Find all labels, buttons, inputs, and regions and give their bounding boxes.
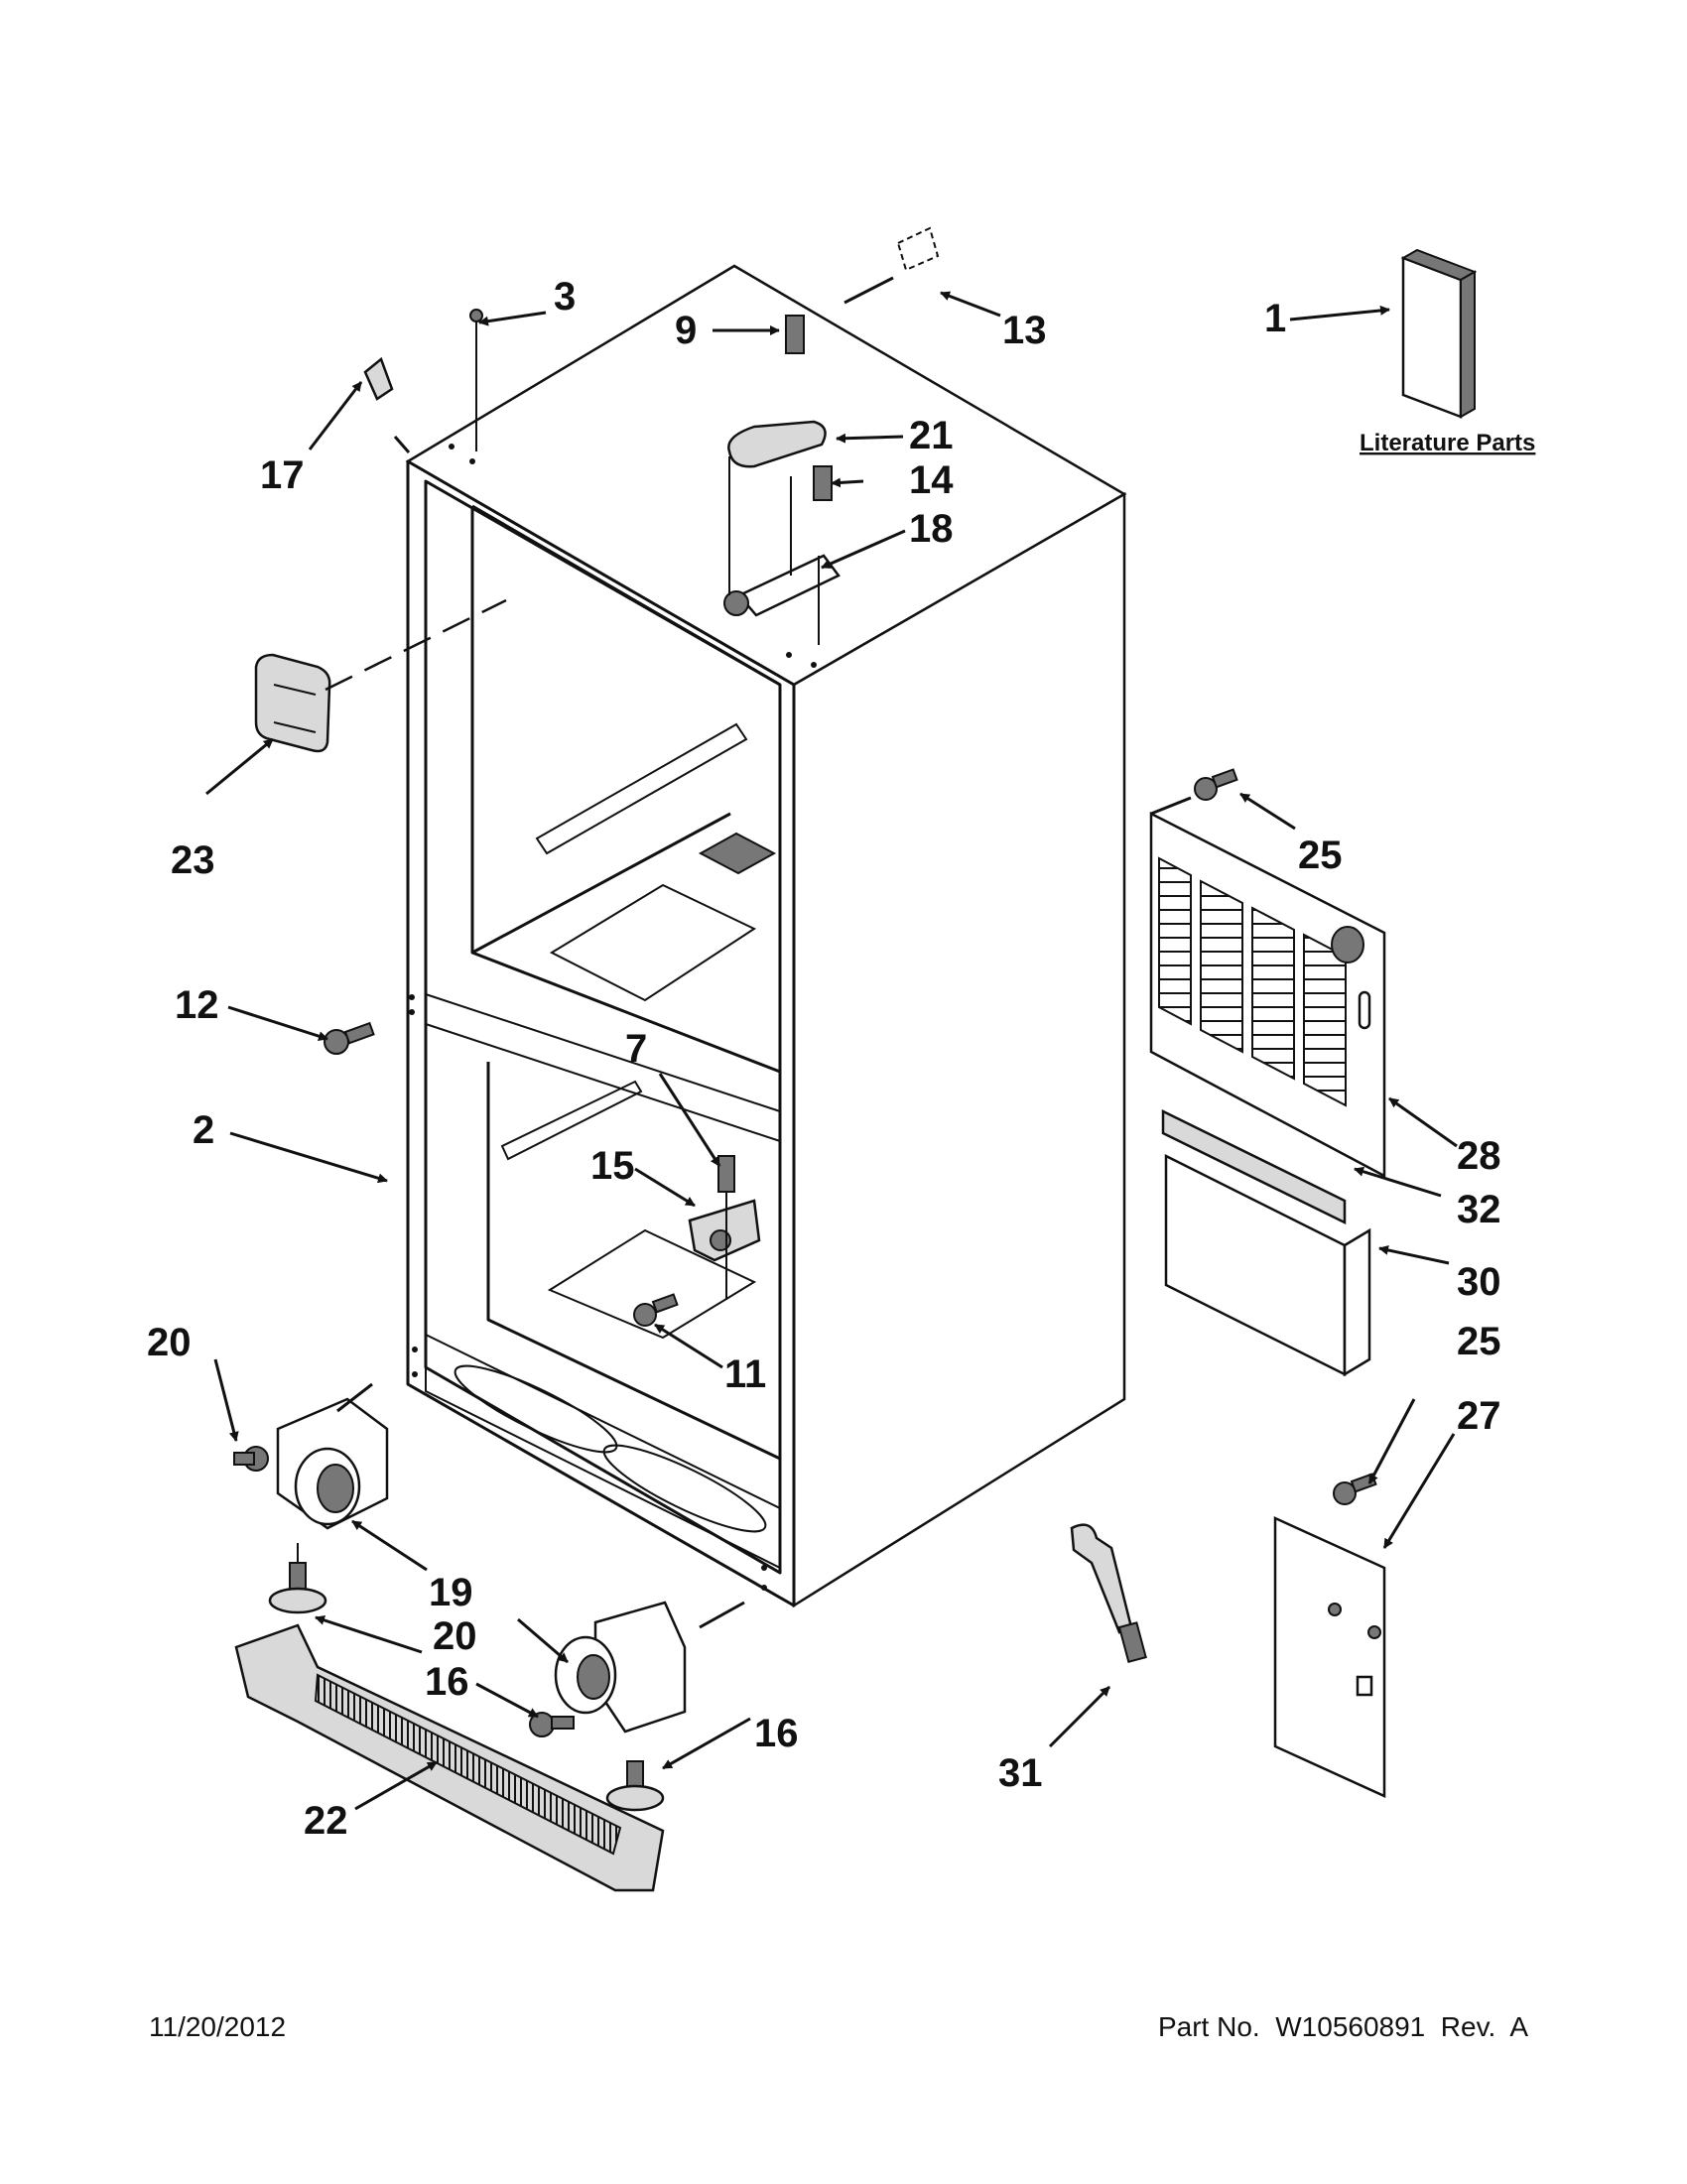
- refrigerator-cabinet: [405, 264, 1127, 1608]
- callout-32: 32: [1457, 1188, 1501, 1231]
- cabinet-label: [844, 226, 940, 305]
- callout-20b: 20: [433, 1614, 477, 1658]
- callout-23: 23: [171, 838, 215, 882]
- roller-leader-line: [336, 1382, 373, 1413]
- leader-arrows: [205, 291, 1458, 1811]
- literature-parts-booklet: [1400, 248, 1478, 419]
- callout-28: 28: [1457, 1134, 1501, 1178]
- callout-20a: 20: [147, 1321, 192, 1364]
- seal-strip-32: [1161, 1108, 1347, 1225]
- insulation-block-30: [1164, 1153, 1371, 1377]
- callout-9: 9: [675, 309, 697, 352]
- callout-16b: 16: [754, 1712, 799, 1755]
- literature-parts-label: Literature Parts: [1360, 430, 1535, 456]
- callout-27: 27: [1457, 1394, 1501, 1438]
- callout-22: 22: [304, 1799, 348, 1843]
- screw-25-top: [1194, 768, 1238, 801]
- callout-17: 17: [260, 453, 305, 497]
- callout-11: 11: [724, 1352, 766, 1396]
- screw-11: [633, 1293, 679, 1327]
- callout-25b: 25: [1457, 1320, 1501, 1363]
- top-hinge-assembly: [723, 315, 841, 645]
- base-grille: [234, 1623, 665, 1892]
- rear-access-panel-28: [1149, 796, 1386, 1179]
- footer-part-number: Part No. W10560891 Rev. A: [1158, 2011, 1528, 2042]
- callout-2: 2: [193, 1108, 214, 1152]
- callout-16a: 16: [425, 1660, 469, 1704]
- filter-wrench-31: [1070, 1523, 1147, 1663]
- callout-12: 12: [175, 983, 219, 1027]
- front-right-roller: [529, 1601, 687, 1812]
- callout-3: 3: [554, 275, 576, 319]
- screw-25-bottom: [1333, 1473, 1377, 1505]
- trim-strip-17: [363, 356, 411, 453]
- roller-leader-line-2: [699, 1601, 745, 1629]
- callout-14: 14: [909, 458, 954, 502]
- callout-13: 13: [1002, 309, 1047, 352]
- callout-30: 30: [1457, 1260, 1501, 1304]
- callout-15: 15: [590, 1144, 635, 1188]
- top-screw-3: [469, 309, 483, 451]
- callout-7: 7: [625, 1027, 647, 1071]
- screw-12: [324, 1021, 375, 1055]
- footer-date: 11/20/2012: [149, 2011, 286, 2042]
- callout-1: 1: [1264, 297, 1286, 340]
- callout-25a: 25: [1298, 834, 1343, 877]
- cover-plate-27: [1273, 1516, 1386, 1798]
- callout-18: 18: [909, 507, 954, 551]
- control-panel-23: [254, 598, 507, 753]
- callout-21: 21: [909, 414, 954, 457]
- callout-19: 19: [429, 1571, 473, 1614]
- callout-31: 31: [998, 1751, 1043, 1795]
- front-left-roller: [233, 1397, 389, 1614]
- bottom-hinge-7-15: [688, 1155, 761, 1300]
